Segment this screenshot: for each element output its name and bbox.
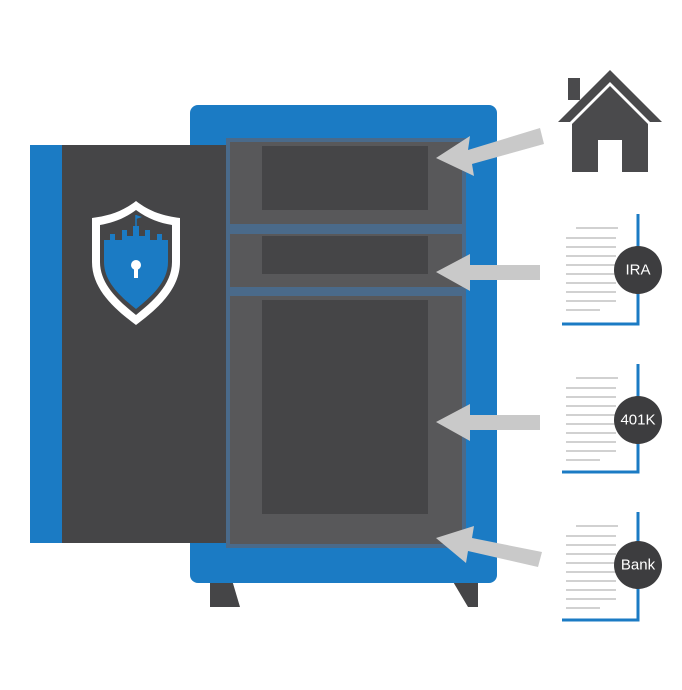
arrows [436,128,544,567]
arrow-left-icon [436,254,540,291]
badge-label-ira: IRA [625,262,650,279]
badge-bank [614,541,662,589]
document-ira: IRA [560,214,662,326]
safe-door-panel [62,145,226,543]
badge-label-401k: 401K [620,412,655,429]
compartment-top-back [262,146,428,210]
safe [190,105,497,607]
badge-401k [614,396,662,444]
arrow-left-icon [436,128,544,176]
badge-label-bank: Bank [621,557,656,574]
document-401k: 401K [560,364,662,474]
document-bank: Bank [560,512,662,622]
badge-ira [614,246,662,294]
safe-door-edge [30,145,64,543]
safe-foot-left [210,580,240,607]
arrow-left-icon [436,526,542,567]
compartment-bottom-back [262,300,428,514]
arrow-left-icon [436,404,540,441]
shield-lock-icon [92,201,180,325]
safe-door [30,145,226,543]
compartment-middle-back [262,236,428,274]
safe-foot-right [452,580,478,607]
house-icon [558,70,662,172]
